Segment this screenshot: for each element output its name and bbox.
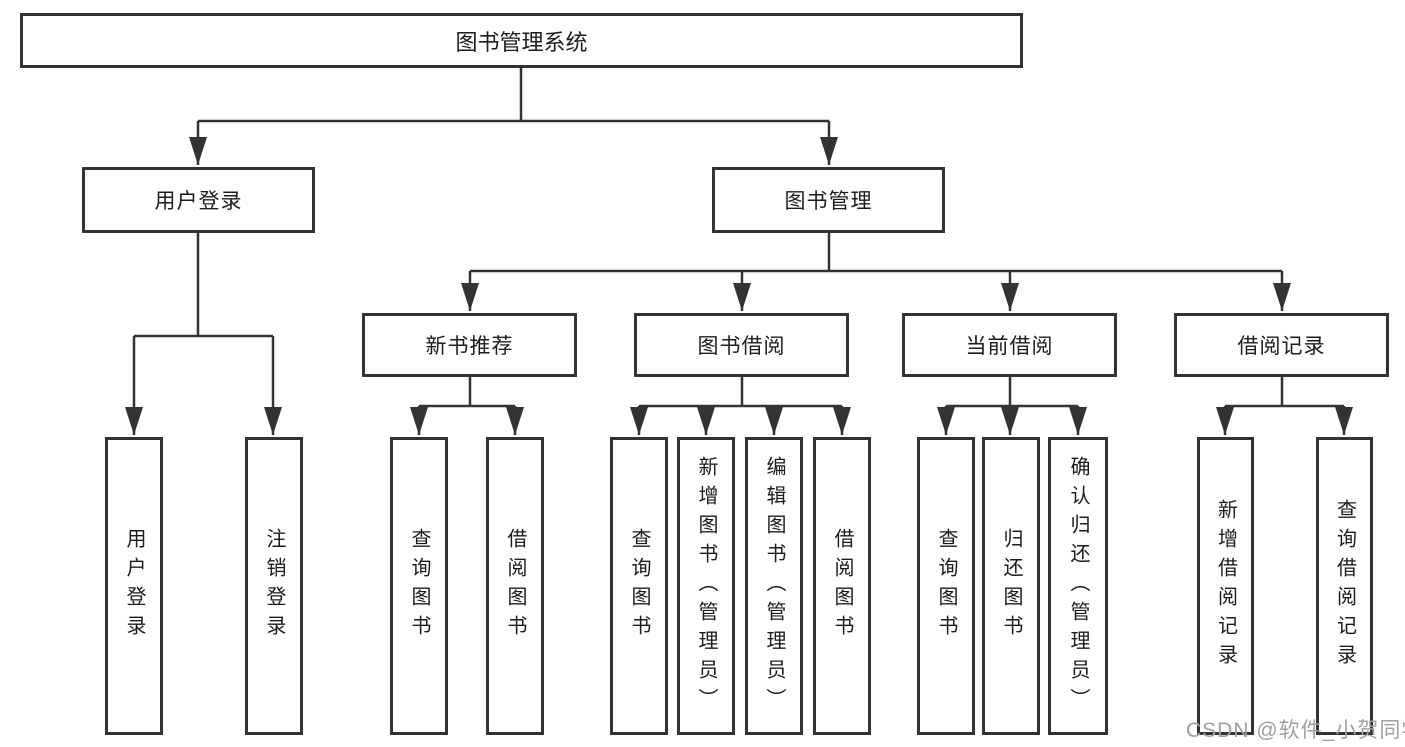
leaf-current-query-book-label: 查询图书 [935, 528, 957, 644]
leaf-borrow-add-book-admin: 新增图书（管理员） [677, 437, 735, 735]
leaf-borrow-edit-book-admin: 编辑图书（管理员） [745, 437, 803, 735]
leaf-borrow-borrow-book-label: 借阅图书 [831, 528, 853, 644]
leaf-recommend-query-book-label: 查询图书 [408, 528, 430, 644]
leaf-current-confirm-return-admin-label: 确认归还（管理员） [1067, 455, 1089, 717]
csdn-watermark: CSDN @软件_小贺同学 [1186, 719, 1405, 742]
leaf-borrow-edit-book-admin-label: 编辑图书（管理员） [763, 455, 785, 717]
node-book-management-label: 图书管理 [784, 190, 873, 213]
node-user-login-label: 用户登录 [154, 190, 243, 213]
leaf-recommend-query-book: 查询图书 [390, 437, 448, 735]
node-book-borrow: 图书借阅 [634, 313, 849, 377]
leaf-current-return-book-label: 归还图书 [1000, 528, 1022, 644]
leaf-borrow-add-book-admin-label: 新增图书（管理员） [695, 455, 717, 717]
node-root-label: 图书管理系统 [455, 29, 588, 55]
node-current-borrow: 当前借阅 [902, 313, 1117, 377]
leaf-current-confirm-return-admin: 确认归还（管理员） [1048, 437, 1108, 735]
leaf-login-logout: 注销登录 [245, 437, 303, 735]
leaf-recommend-borrow-book-label: 借阅图书 [504, 528, 526, 644]
leaf-records-query-record-label: 查询借阅记录 [1333, 499, 1356, 673]
node-current-borrow-label: 当前借阅 [965, 335, 1054, 358]
node-book-borrow-label: 图书借阅 [697, 335, 786, 358]
node-new-book-recommend-label: 新书推荐 [425, 335, 514, 358]
leaf-records-add-record-label: 新增借阅记录 [1214, 499, 1237, 673]
node-new-book-recommend: 新书推荐 [362, 313, 577, 377]
leaf-borrow-query-book: 查询图书 [610, 437, 668, 735]
node-book-management: 图书管理 [712, 167, 945, 233]
leaf-current-query-book: 查询图书 [917, 437, 975, 735]
leaf-current-return-book: 归还图书 [982, 437, 1040, 735]
leaf-recommend-borrow-book: 借阅图书 [486, 437, 544, 735]
node-user-login: 用户登录 [82, 167, 315, 233]
leaf-borrow-borrow-book: 借阅图书 [813, 437, 871, 735]
leaf-records-query-record: 查询借阅记录 [1316, 437, 1373, 735]
node-root-library-system: 图书管理系统 [20, 13, 1023, 68]
leaf-login-user-login: 用户登录 [105, 437, 163, 735]
node-borrow-records: 借阅记录 [1174, 313, 1389, 377]
leaf-records-add-record: 新增借阅记录 [1197, 437, 1254, 735]
leaf-login-logout-label: 注销登录 [263, 528, 285, 644]
leaf-login-user-login-label: 用户登录 [123, 528, 145, 644]
node-borrow-records-label: 借阅记录 [1237, 335, 1326, 358]
leaf-borrow-query-book-label: 查询图书 [628, 528, 650, 644]
